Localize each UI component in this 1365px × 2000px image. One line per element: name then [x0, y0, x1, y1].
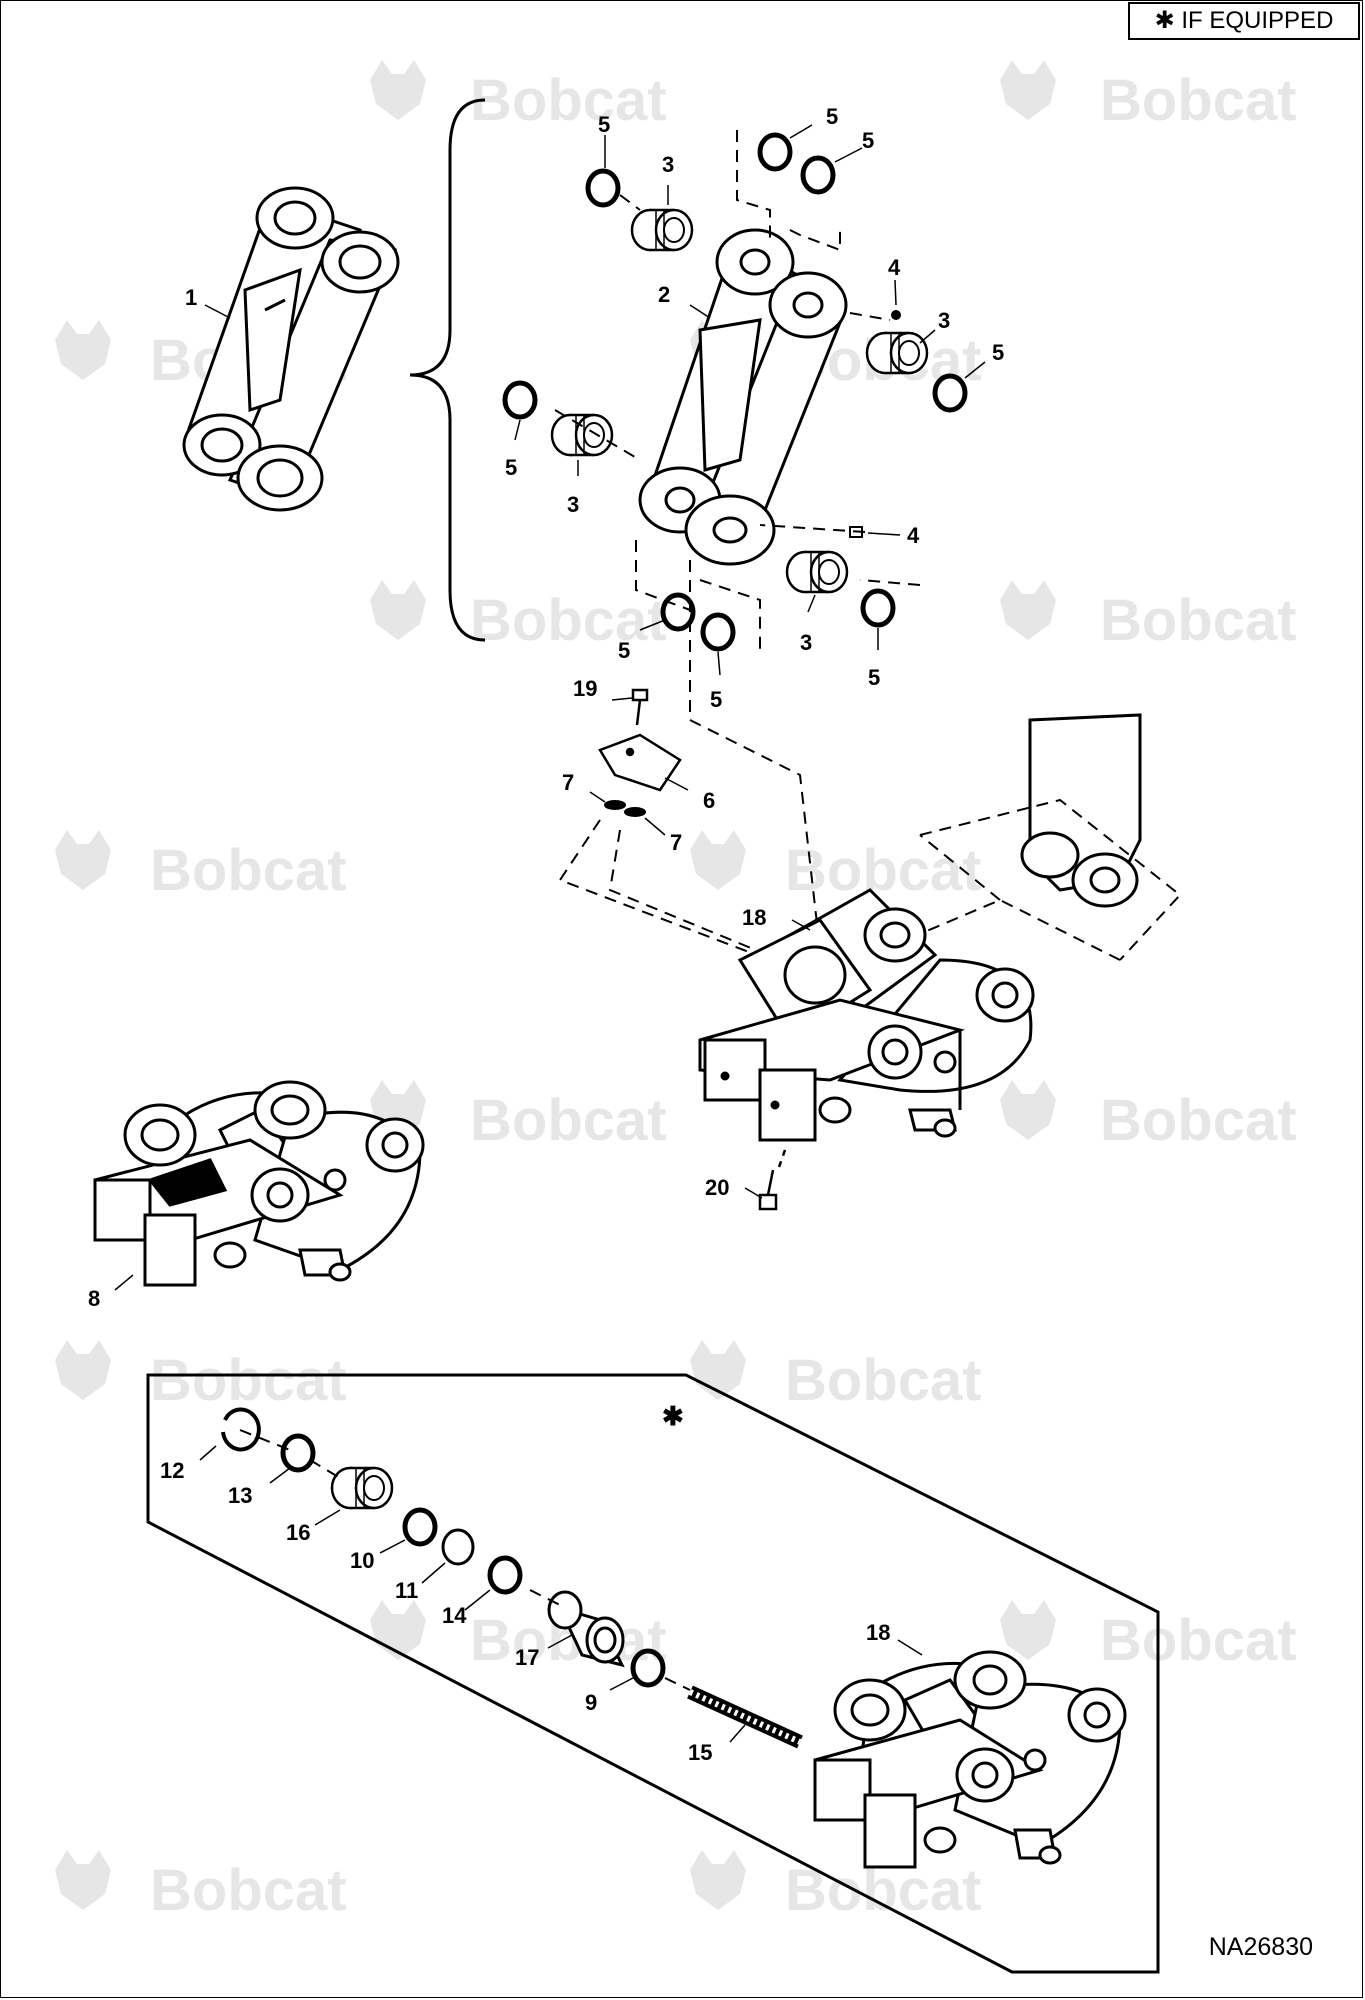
- bolt-part-19: [631, 688, 649, 726]
- callout-11: 11: [395, 1578, 418, 1603]
- callout-3: 3: [567, 492, 579, 517]
- callout-14: 14: [442, 1603, 467, 1628]
- callout-5: 5: [618, 638, 630, 663]
- callout-17: 17: [515, 1645, 539, 1670]
- ring-part-5: [863, 591, 893, 625]
- spring-part-15: [687, 1685, 803, 1749]
- callout-4: 4: [888, 255, 901, 280]
- kit-alignment-guides: [239, 1429, 691, 1691]
- callout-3: 3: [938, 308, 950, 333]
- coupler-part-18-lower: [813, 1650, 1127, 1869]
- callout-5: 5: [598, 112, 610, 137]
- callout-15: 15: [688, 1740, 712, 1765]
- bushing-part-3: [785, 550, 849, 594]
- watermark-text: Bobcat: [1100, 68, 1297, 133]
- link-assembly-part-1: [182, 186, 400, 512]
- callout-3: 3: [800, 630, 812, 655]
- callout-10: 10: [350, 1548, 374, 1573]
- callout-7: 7: [670, 830, 682, 855]
- coupler-part-18-upper: [698, 888, 1035, 1142]
- ring-part-5: [803, 158, 833, 192]
- ring-part-5: [663, 595, 693, 629]
- retaining-ring-part-12: [221, 1407, 261, 1452]
- ring-part-5: [703, 615, 733, 649]
- callout-12: 12: [160, 1458, 184, 1483]
- bushing-part-3: [865, 331, 929, 375]
- callout-6: 6: [703, 788, 715, 813]
- callout-20: 20: [705, 1175, 729, 1200]
- watermark-text: Bobcat: [785, 838, 982, 903]
- alignment-guides-upper: [554, 130, 921, 951]
- callout-4: 4: [907, 523, 920, 548]
- bushing-part-3: [630, 208, 694, 252]
- piston-part-16: [330, 1466, 394, 1510]
- bushing-part-3: [550, 413, 614, 457]
- seal-part-10: [405, 1510, 435, 1544]
- callout-18: 18: [866, 1620, 890, 1645]
- callout-5: 5: [505, 455, 517, 480]
- callout-7: 7: [562, 770, 574, 795]
- watermark-text: Bobcat: [785, 1858, 982, 1923]
- grouping-brace: [409, 98, 486, 642]
- link-part-2: [638, 228, 848, 566]
- callout-1: 1: [185, 285, 197, 310]
- leader-lines: [114, 124, 986, 1743]
- callout-8: 8: [88, 1286, 100, 1311]
- bolt-part-20: [758, 1149, 787, 1211]
- coupler-assembly-part-8: [93, 1080, 425, 1287]
- washer-part-13: [283, 1436, 313, 1470]
- callout-18: 18: [742, 905, 766, 930]
- callout-13: 13: [228, 1483, 252, 1508]
- watermark-text: Bobcat: [470, 1088, 667, 1153]
- callout-5: 5: [826, 104, 838, 129]
- ring-part-5: [505, 383, 535, 417]
- ring-part-5: [588, 171, 618, 205]
- callout-3: 3: [662, 152, 674, 177]
- watermark-text: Bobcat: [1100, 1088, 1297, 1153]
- watermark-layer: Bobcat Bobcat Bobcat Bobcat Bobcat Bobca…: [55, 60, 1297, 1923]
- if-equipped-marker: ✱: [662, 1401, 684, 1431]
- pin-part-17: [547, 1590, 625, 1668]
- drawing-number: NA26830: [1208, 1933, 1313, 1961]
- watermark-text: Bobcat: [470, 588, 667, 653]
- ring-part-5: [760, 135, 790, 169]
- callout-19: 19: [573, 676, 597, 701]
- callout-labels: 1 2 3 3 3 3 4 4 5 5 5 5 5 5 5 5 6 7 7 8 …: [88, 104, 1004, 1765]
- callout-16: 16: [286, 1520, 310, 1545]
- callout-5: 5: [868, 665, 880, 690]
- watermark-text: Bobcat: [1100, 1608, 1297, 1673]
- watermark-text: Bobcat: [470, 68, 667, 133]
- watermark-text: Bobcat: [785, 1348, 982, 1413]
- spacer-part-7: [604, 800, 646, 817]
- callout-5: 5: [862, 128, 874, 153]
- watermark-text: Bobcat: [150, 838, 347, 903]
- grease-fitting-part-4: [891, 310, 901, 320]
- callout-5: 5: [710, 687, 722, 712]
- callout-9: 9: [585, 1690, 597, 1715]
- watermark-text: Bobcat: [150, 1348, 347, 1413]
- seal-part-14: [490, 1558, 520, 1592]
- callout-5: 5: [992, 340, 1004, 365]
- seal-part-11: [441, 1528, 475, 1566]
- watermark-text: Bobcat: [150, 1858, 347, 1923]
- optional-kit-boundary: [146, 1373, 1160, 1974]
- watermark-text: Bobcat: [1100, 588, 1297, 653]
- callout-2: 2: [658, 282, 670, 307]
- arm-stub: [1020, 713, 1142, 908]
- lever-part-6: [598, 733, 682, 792]
- if-equipped-legend: ✱ IF EQUIPPED: [1128, 2, 1360, 40]
